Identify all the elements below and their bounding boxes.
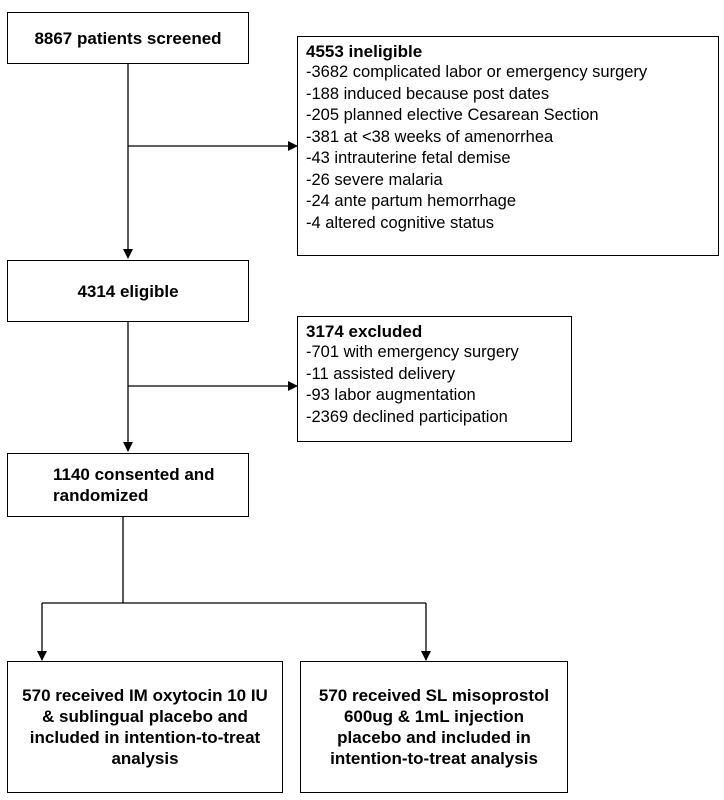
- oxytocin-arm-box: 570 received IM oxytocin 10 IU & subling…: [7, 661, 283, 793]
- misoprostol-arm-label: 570 received SL misoprostol 600ug & 1mL …: [318, 686, 550, 768]
- excluded-item: -11 assisted delivery: [306, 364, 456, 383]
- excluded-item: -2369 declined participation: [306, 407, 508, 426]
- eligible-label: 4314 eligible: [77, 281, 179, 301]
- screened-label: 8867 patients screened: [34, 28, 222, 48]
- excluded-item: -93 labor augmentation: [306, 386, 476, 404]
- excluded-item: -701 with emergency surgery: [306, 343, 519, 361]
- ineligible-item: -43 intrauterine fetal demise: [306, 149, 511, 167]
- randomized-label: 1140 consented and randomized: [53, 465, 215, 505]
- ineligible-item: -205 planned elective Cesarean Section: [306, 106, 599, 124]
- ineligible-item: -381 at <38 weeks of amenorrhea: [306, 127, 554, 146]
- oxytocin-arm-label: 570 received IM oxytocin 10 IU & subling…: [22, 686, 268, 768]
- screened-box: 8867 patients screened: [7, 12, 249, 64]
- ineligible-item: -188 induced because post dates: [306, 84, 550, 103]
- ineligible-item: -24 ante partum hemorrhage: [306, 192, 517, 210]
- misoprostol-arm-box: 570 received SL misoprostol 600ug & 1mL …: [300, 661, 568, 793]
- ineligible-item: -4 altered cognitive status: [306, 213, 495, 232]
- ineligible-item: -26 severe malaria: [306, 170, 443, 189]
- eligible-box: 4314 eligible: [7, 260, 249, 322]
- randomized-box: 1140 consented and randomized: [7, 453, 249, 517]
- excluded-title: 3174 excluded: [306, 322, 423, 341]
- ineligible-title: 4553 ineligible: [306, 42, 423, 61]
- ineligible-item: -3682 complicated labor or emergency sur…: [306, 63, 648, 81]
- ineligible-box: 4553 ineligible -3682 complicated labor …: [297, 36, 719, 256]
- excluded-box: 3174 excluded -701 with emergency surger…: [297, 316, 572, 442]
